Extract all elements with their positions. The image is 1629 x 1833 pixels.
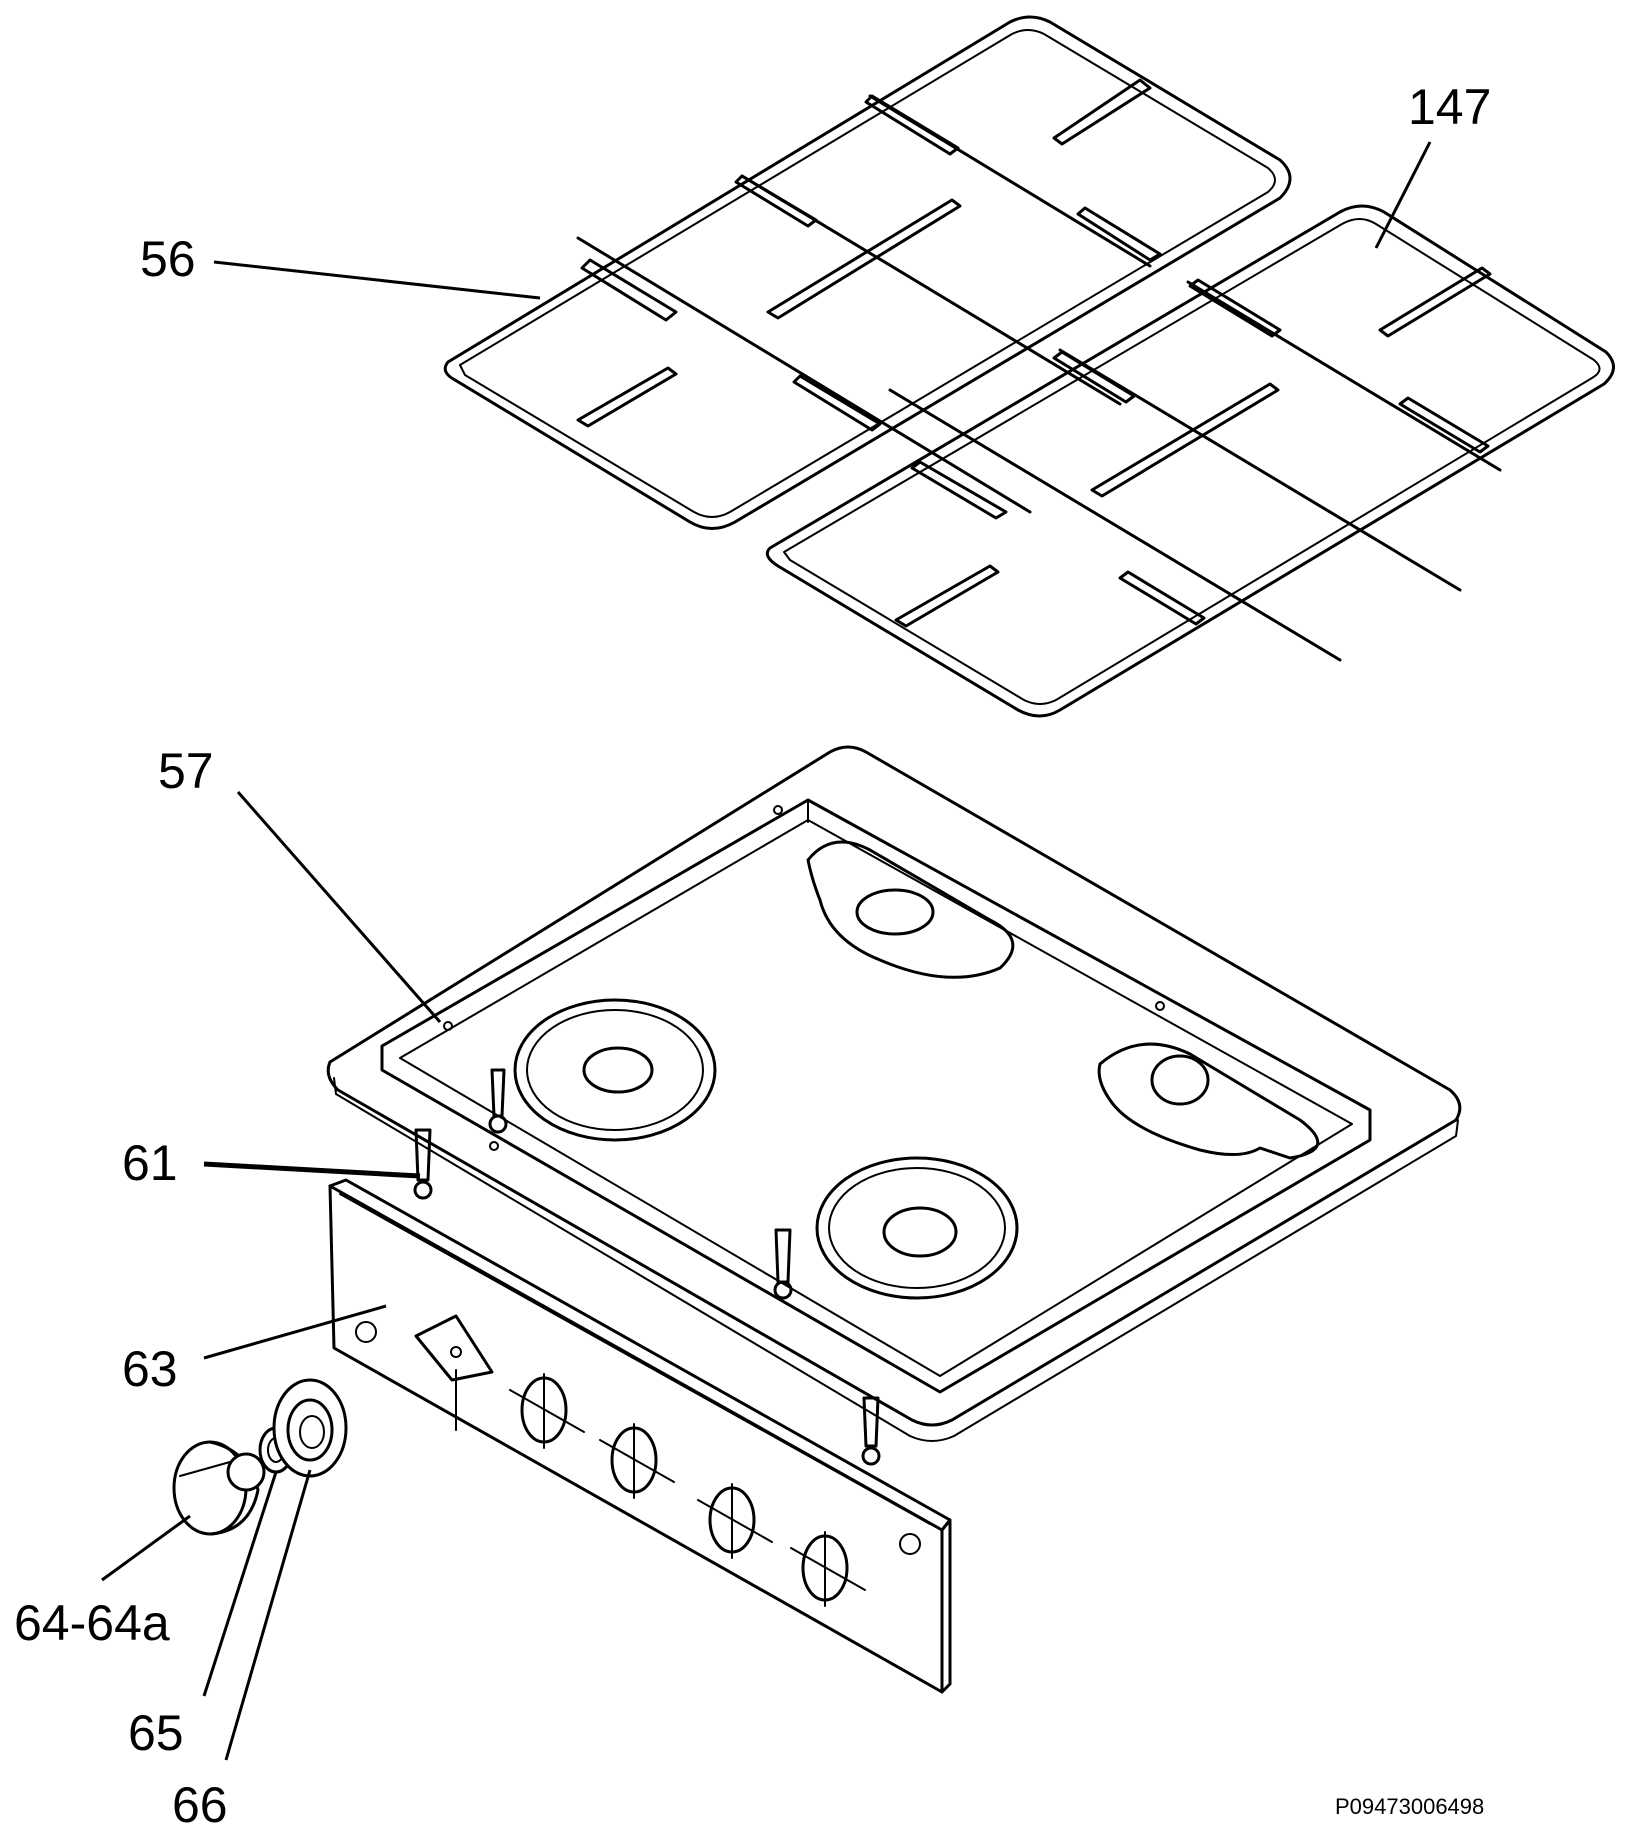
callout-hob-top: 57	[158, 743, 214, 799]
control-knob	[172, 1440, 266, 1536]
pan-support-grid-left	[443, 15, 1292, 530]
callout-grid-right: 147	[1408, 79, 1491, 135]
leader-lines	[101, 141, 1432, 1761]
pan-support-grid-right	[765, 204, 1615, 718]
front-control-panel	[328, 1178, 952, 1694]
callout-knob: 64-64a	[14, 1595, 170, 1651]
callout-spring: 65	[128, 1705, 184, 1761]
fixing-screws	[413, 1068, 881, 1466]
callout-screws: 61	[122, 1135, 178, 1191]
callout-front-panel: 63	[122, 1341, 178, 1397]
knob-bezel	[272, 1378, 348, 1478]
callout-grid-left: 56	[140, 231, 196, 287]
drawing-code: P09473006498	[1335, 1794, 1484, 1819]
hob-top-plate	[326, 745, 1462, 1442]
callout-bezel: 66	[172, 1777, 228, 1833]
